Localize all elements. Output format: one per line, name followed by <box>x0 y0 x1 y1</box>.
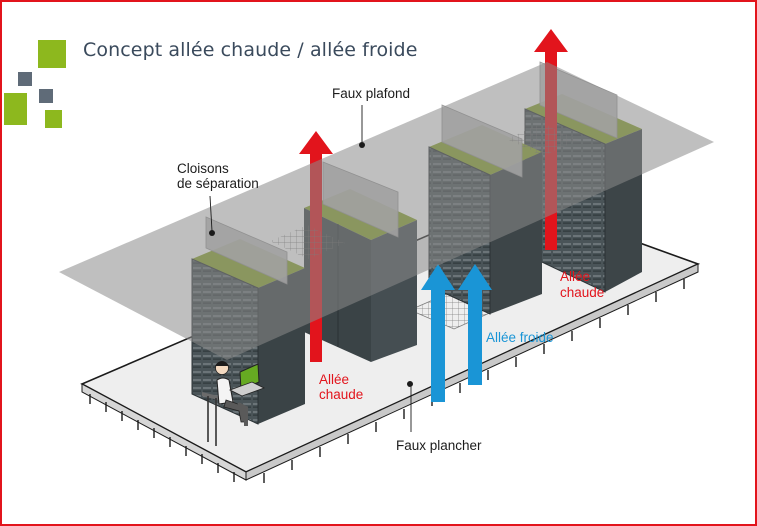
logo-square-green-small <box>45 110 62 128</box>
label-faux-plancher: Faux plancher <box>396 438 482 453</box>
logo-square-green-medium <box>4 93 27 125</box>
cold-air-arrow-left <box>421 264 455 402</box>
logo-square-gray-1 <box>18 72 32 86</box>
logo-square-gray-2 <box>39 89 53 103</box>
diagram-title: Concept allée chaude / allée froide <box>83 39 418 61</box>
label-allee-chaude-left-line2: chaude <box>319 387 364 402</box>
leader-lines <box>209 105 413 432</box>
label-faux-plafond: Faux plafond <box>332 86 411 101</box>
label-cloisons-line2: de séparation <box>177 176 259 191</box>
false-ceiling <box>59 62 714 360</box>
logo-square-green-large <box>38 40 66 68</box>
cold-air-arrow-right <box>458 264 492 385</box>
label-allee-chaude-right-line2: chaude <box>560 285 605 300</box>
label-allee-froide: Allée froide <box>486 330 554 345</box>
label-allee-chaude-left-line1: Allée <box>319 372 350 387</box>
label-allee-chaude-right-line1: Allée <box>560 269 591 284</box>
operator-figure <box>202 361 266 446</box>
label-cloisons-line1: Cloisons <box>177 161 229 176</box>
